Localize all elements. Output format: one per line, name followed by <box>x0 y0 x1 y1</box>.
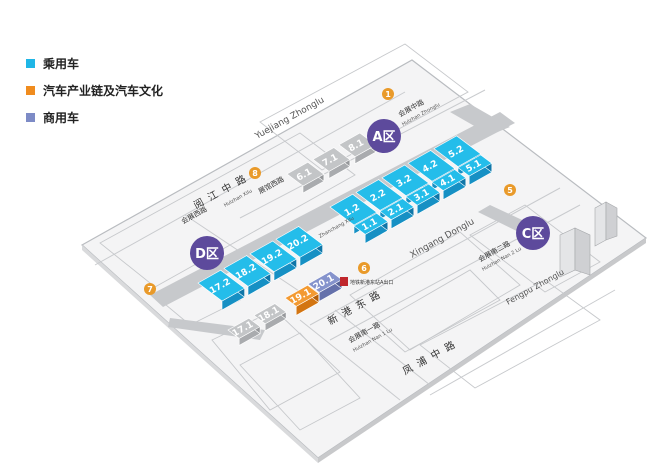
legend-swatch <box>26 58 35 68</box>
entrance-label: 7 <box>147 285 153 294</box>
hall-roof <box>253 303 287 325</box>
hall-roof <box>407 150 456 182</box>
metro-exit-label: 地铁新港东站A出口 <box>350 279 393 286</box>
walkway-north <box>450 104 510 135</box>
hall-7.1: 7.1 <box>312 147 351 179</box>
hall-roof <box>286 161 325 187</box>
hall-18.1: 18.1 <box>253 303 287 332</box>
entrance-label: 8 <box>252 169 258 178</box>
map-legend: 乘用车 汽车产业链及汽车文化 商用车 <box>26 55 163 136</box>
hall-5.1: 5.1 <box>457 154 493 186</box>
hall-roof <box>329 193 378 226</box>
hall-roof <box>275 226 324 258</box>
zone-d-badge: D区 <box>190 236 224 270</box>
hall-roof <box>355 179 404 211</box>
legend-item-auto-industry: 汽车产业链及汽车文化 <box>26 82 163 98</box>
hall-roof <box>381 164 430 197</box>
legend-swatch <box>26 112 35 122</box>
hall-roof <box>197 269 246 302</box>
zone-a-badge: A区 <box>367 119 401 153</box>
hall-4.1: 4.1 <box>431 168 467 201</box>
hall-19.1: 19.1 <box>284 284 320 316</box>
entrance-marker-7: 7 <box>144 283 156 295</box>
entrance-marker-5: 5 <box>504 184 516 196</box>
hall-roof <box>249 240 298 273</box>
hall-4.2: 4.2 <box>407 149 456 191</box>
hall-roof <box>433 135 482 167</box>
legend-item-passenger-car: 乘用车 <box>26 55 163 71</box>
entrance-label: 5 <box>507 186 513 195</box>
hall-2.1: 2.1 <box>379 198 415 230</box>
entrance-marker-1: 1 <box>382 88 394 100</box>
zone-a-label: A区 <box>372 130 395 145</box>
hall-3.1: 3.1 <box>405 183 441 215</box>
hall-18.2: 18.2 <box>223 255 272 296</box>
hall-17.2: 17.2 <box>197 269 246 311</box>
entrance-marker-6: 6 <box>358 262 370 274</box>
zone-d-label: D区 <box>195 247 219 262</box>
entrance-label: 1 <box>385 90 391 99</box>
building-icon <box>559 201 618 278</box>
legend-item-commercial-vehicle: 商用车 <box>26 109 163 125</box>
hall-roof <box>312 147 351 172</box>
entrance-marker-8: 8 <box>249 167 261 179</box>
hall-roof <box>223 255 272 287</box>
hall-17.1: 17.1 <box>227 317 261 346</box>
hall-roof <box>379 198 415 221</box>
hall-roof <box>457 154 493 177</box>
hall-roof <box>431 169 467 191</box>
entrance-label: 6 <box>361 264 367 273</box>
hall-roof <box>227 317 261 339</box>
hall-roof <box>353 212 389 235</box>
metro-icon <box>340 277 348 286</box>
hall-20.2: 20.2 <box>275 225 324 267</box>
metro-station-marker: 地铁新港东站A出口 <box>340 277 393 286</box>
hall-group-d: 17.218.219.220.2 19.120.1 17.118.1 <box>197 225 343 346</box>
hall-6.1: 6.1 <box>286 161 325 194</box>
zone-c-badge: C区 <box>516 216 550 250</box>
hall-roof <box>284 284 320 307</box>
legend-label: 商用车 <box>43 110 80 125</box>
hall-group-gray-top: 6.17.18.1 <box>286 132 377 194</box>
legend-label: 汽车产业链及汽车文化 <box>43 83 164 98</box>
zone-c-label: C区 <box>522 227 545 242</box>
hall-1.1: 1.1 <box>353 212 389 244</box>
ground-edge <box>82 245 318 463</box>
hall-19.2: 19.2 <box>249 240 298 282</box>
hall-roof <box>405 183 441 206</box>
hall-group-a: 1.22.23.24.25.21.12.13.14.15.1 <box>329 135 493 244</box>
hall-20.1: 20.1 <box>307 270 343 302</box>
legend-label: 乘用车 <box>43 56 80 71</box>
legend-swatch <box>26 85 35 95</box>
city-blocks <box>99 43 601 431</box>
